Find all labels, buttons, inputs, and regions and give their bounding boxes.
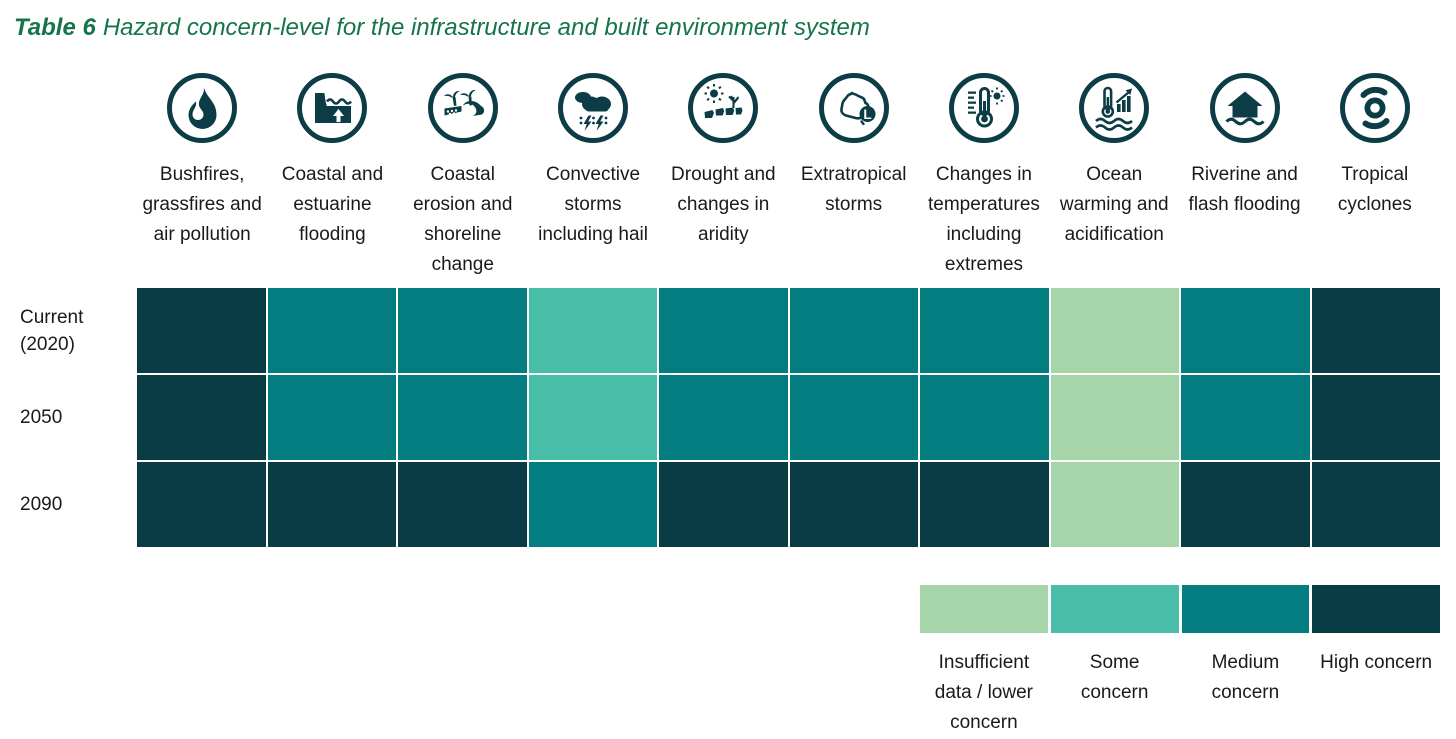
row-label: 2050 [20, 407, 63, 428]
svg-text:L: L [863, 107, 871, 122]
heatmap-cell [1181, 375, 1310, 460]
hazard-column-label: Changes in temperatures including extrem… [927, 164, 1040, 275]
heatmap-cell [789, 288, 918, 373]
hazard-column-label: Convective storms including hail [538, 164, 648, 245]
heatmap-cell [1181, 288, 1310, 373]
heatmap-cell [137, 375, 266, 460]
heatmap-cell [1311, 375, 1440, 460]
heatmap-cell [398, 288, 527, 373]
heatmap-cell [659, 462, 788, 547]
heatmap-cell [528, 375, 657, 460]
heatmap-cell [1181, 462, 1310, 547]
legend-item: Some concern [1050, 585, 1179, 738]
convective-storm-icon [558, 73, 629, 143]
hazard-column-label: Riverine and flash flooding [1188, 164, 1301, 215]
hazard-column-header: Bushfires, grassfires and air pollution [137, 72, 267, 288]
hazard-column-label: Drought and changes in aridity [671, 164, 776, 245]
legend-label: High concern [1320, 652, 1433, 673]
flame-icon [167, 73, 238, 143]
extratropical-storm-icon: L [818, 73, 889, 143]
figure-title-label: Hazard concern-level for the infrastruct… [102, 14, 870, 41]
heatmap-cell [398, 375, 527, 460]
heatmap-cell [398, 462, 527, 547]
heatmap-cell [789, 375, 918, 460]
riverine-flooding-icon [1209, 73, 1280, 143]
legend-item: Medium concern [1181, 585, 1310, 738]
heatmap-cell [789, 462, 918, 547]
heatmap-cell [1050, 375, 1179, 460]
tropical-cyclone-icon [1339, 73, 1410, 143]
heatmap-grid [137, 288, 1440, 547]
legend-label: Insufficient data / lower concern [934, 652, 1033, 733]
heatmap-cell [267, 288, 396, 373]
heatmap-cell [1050, 288, 1179, 373]
hazard-column-label: Coastal and estuarine flooding [281, 164, 384, 245]
heatmap-cell [137, 462, 266, 547]
figure-title-prefix: Table 6 [14, 14, 96, 41]
temperature-extremes-icon [948, 73, 1019, 143]
heatmap-cell [1311, 462, 1440, 547]
legend-label: Medium concern [1211, 652, 1280, 703]
legend-swatch [920, 585, 1048, 633]
legend-swatch [1312, 585, 1440, 633]
ocean-warming-icon [1079, 73, 1150, 143]
row-label: 2090 [20, 494, 63, 515]
legend-item: High concern [1312, 585, 1440, 738]
hazard-column-header: Coastal and estuarine flooding [267, 72, 397, 288]
heatmap-cell [920, 462, 1049, 547]
hazard-column-header: Tropical cyclones [1310, 72, 1440, 288]
hazard-column-header: Coastal erosion and shoreline change [398, 72, 528, 288]
heatmap-area: Current (2020) 2050 2090 [0, 288, 1456, 547]
heatmap-cell [528, 462, 657, 547]
hazard-column-label: Bushfires, grassfires and air pollution [142, 164, 262, 245]
hazard-column-header: Drought and changes in aridity [658, 72, 788, 288]
coastal-erosion-icon [427, 73, 498, 143]
hazard-column-label: Extratropical storms [800, 164, 907, 215]
row-labels: Current (2020) 2050 2090 [20, 288, 134, 549]
heatmap-cell [920, 288, 1049, 373]
heatmap-cell [528, 288, 657, 373]
heatmap-cell [920, 375, 1049, 460]
heatmap-cell [659, 375, 788, 460]
hazard-column-header: Ocean warming and acidification [1049, 72, 1179, 288]
coastal-flooding-icon [297, 73, 368, 143]
legend-swatch [1181, 585, 1310, 633]
heatmap-cell [1311, 288, 1440, 373]
heatmap-cell [659, 288, 788, 373]
row-label: Current (2020) [20, 306, 84, 355]
heatmap-cell [267, 462, 396, 547]
legend-swatch [1050, 585, 1179, 633]
hazard-column-label: Tropical cyclones [1337, 164, 1412, 215]
heatmap-cell [267, 375, 396, 460]
hazard-column-label: Ocean warming and acidification [1059, 164, 1169, 245]
legend-item: Insufficient data / lower concern [920, 585, 1048, 738]
heatmap-cell [137, 288, 266, 373]
hazard-column-header: Riverine and flash flooding [1179, 72, 1309, 288]
heatmap-cell [1050, 462, 1179, 547]
legend: Insufficient data / lower concern Some co… [920, 585, 1440, 738]
hazard-column-header: L Extratropical storms [789, 72, 919, 288]
legend-label: Some concern [1080, 652, 1149, 703]
hazard-column-label: Coastal erosion and shoreline change [413, 164, 513, 275]
hazard-column-header: Convective storms including hail [528, 72, 658, 288]
hazard-column-header: Changes in temperatures including extrem… [919, 72, 1049, 288]
drought-icon [688, 73, 759, 143]
